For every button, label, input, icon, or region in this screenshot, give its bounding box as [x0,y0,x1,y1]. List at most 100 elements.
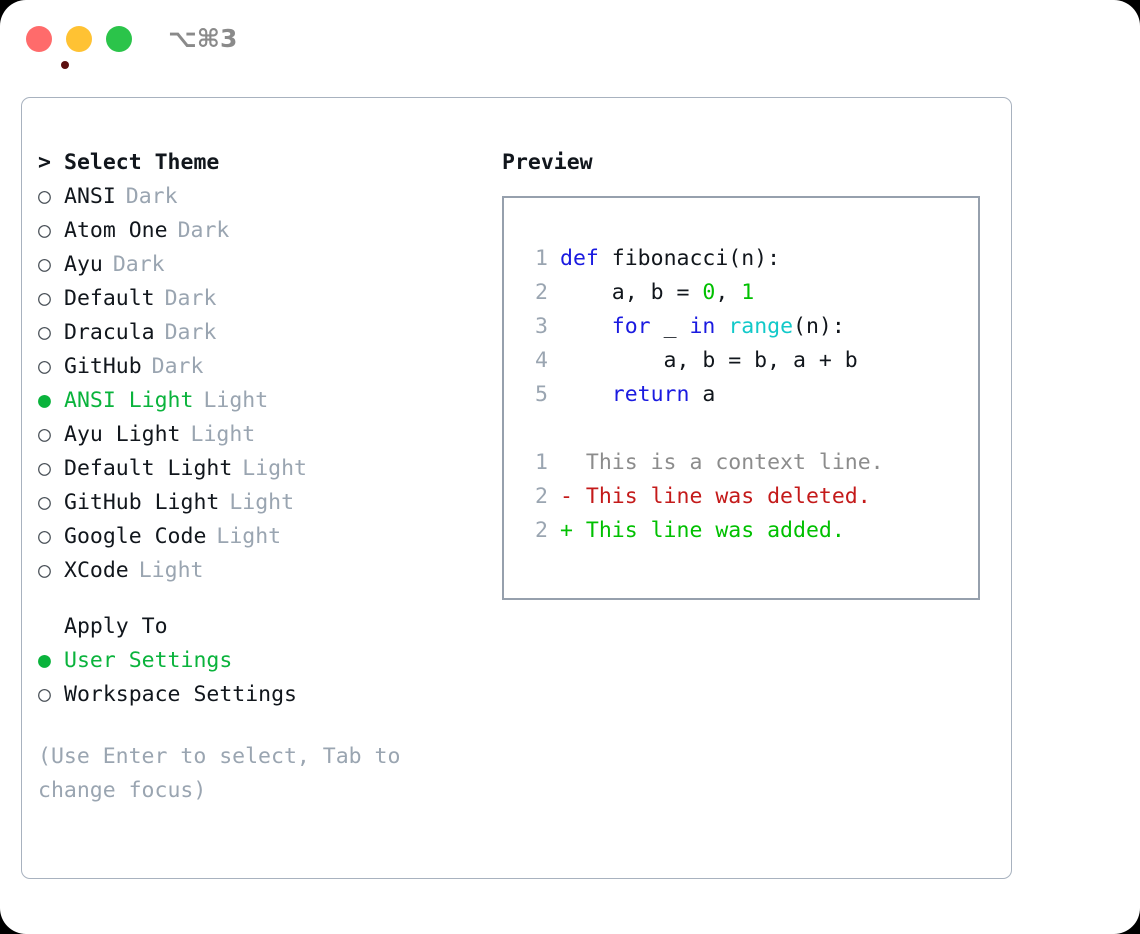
apply-to-section: Apply To ● User Settings ○ Workspace Settin… [38,610,498,712]
select-theme-label: Select Theme [64,150,220,175]
keyboard-shortcut-label: ⌥⌘3 [168,24,238,53]
theme-name-label: ANSI Light [64,388,194,413]
line-number: 1 [535,450,548,475]
code-token-kw: return [611,382,690,407]
code-token-kw: def [560,246,599,271]
theme-list-item[interactable]: ○ Dracula Dark [38,316,498,350]
line-number: 3 [535,314,548,339]
code-line: 3 for _ in range(n): [522,310,972,344]
theme-variant-label: Light [216,524,282,549]
diff-line: 2 + This line was added. [522,514,972,548]
select-theme-header: > Select Theme [38,146,498,180]
theme-variant-label: Dark [177,218,230,243]
line-number: 4 [535,348,548,373]
theme-list-item[interactable]: ○ Ayu Dark [38,248,498,282]
code-token-add: + This line was added. [560,518,845,543]
title-bar: ⌥⌘3 [0,0,1140,78]
radio-unselected-icon[interactable]: ○ [38,422,51,447]
code-line: 4 a, b = b, a + b [522,344,972,378]
minimize-window-button[interactable] [66,26,92,52]
radio-unselected-icon[interactable]: ○ [38,354,51,379]
code-token-plain: _ [650,314,690,339]
apply-to-item[interactable]: ○ Workspace Settings [38,678,498,712]
line-number: 2 [535,280,548,305]
radio-selected-icon[interactable]: ● [38,648,51,673]
code-token-num: 0 [702,280,716,305]
theme-variant-label: Dark [125,184,178,209]
theme-name-label: Dracula [64,320,155,345]
radio-unselected-icon[interactable]: ○ [38,456,51,481]
code-token-num: 1 [741,280,755,305]
theme-name-label: GitHub [64,354,142,379]
theme-list-item[interactable]: ○ Google Code Light [38,520,498,554]
theme-list-item[interactable]: ○ Ayu Light Light [38,418,498,452]
theme-variant-label: Light [203,388,269,413]
code-token-ctx: This is a context line. [560,450,884,475]
code-token-plain [560,382,612,407]
radio-unselected-icon[interactable]: ○ [38,682,51,707]
radio-unselected-icon[interactable]: ○ [38,184,51,209]
apply-to-header: Apply To [38,610,498,644]
code-line: 5 return a [522,378,972,412]
theme-list-item[interactable]: ○ Default Light Light [38,452,498,486]
radio-selected-icon[interactable]: ● [38,388,51,413]
theme-name-label: Google Code [64,524,207,549]
diff-line: 2- This line was deleted. [522,480,972,514]
preview-heading: Preview [502,150,593,175]
caret-icon: > [38,150,51,175]
theme-variant-label: Dark [164,320,217,345]
theme-variant-label: Dark [112,252,165,277]
theme-variant-label: Light [190,422,256,447]
code-token-plain: a [689,382,716,407]
code-token-plain [715,314,728,339]
apply-to-option-label: User Settings [64,648,233,673]
maximize-window-button[interactable] [106,26,132,52]
theme-variant-label: Light [242,456,308,481]
theme-variant-label: Dark [164,286,217,311]
theme-name-label: Ayu Light [64,422,181,447]
code-token-plain: a, b = [560,280,703,305]
close-window-button[interactable] [26,26,69,69]
code-line: 2 a, b = 0, 1 [522,276,972,310]
theme-name-label: XCode [64,558,129,583]
recording-indicator-icon [61,61,69,69]
apply-to-option-label: Workspace Settings [64,682,297,707]
radio-unselected-icon[interactable]: ○ [38,252,51,277]
radio-unselected-icon[interactable]: ○ [38,524,51,549]
radio-unselected-icon[interactable]: ○ [38,490,51,515]
keyboard-hint-text: (Use Enter to select, Tab to change focu… [38,744,401,803]
radio-unselected-icon[interactable]: ○ [38,558,51,583]
theme-name-label: Default Light [64,456,233,481]
theme-variant-label: Light [229,490,295,515]
theme-list-item[interactable]: ○ Atom One Dark [38,214,498,248]
theme-list-item[interactable]: ○ GitHub Dark [38,350,498,384]
line-number: 1 [535,246,548,271]
code-token-plain: a, b = b, a + b [560,348,858,373]
line-number: 2 [535,518,548,543]
theme-list-item[interactable]: ● ANSI Light Light [38,384,498,418]
radio-unselected-icon[interactable]: ○ [38,218,51,243]
code-token-plain: (n): [793,314,845,339]
radio-unselected-icon[interactable]: ○ [38,320,51,345]
code-token-plain [560,314,612,339]
apply-to-item[interactable]: ● User Settings [38,644,498,678]
code-token-plain: , [715,280,742,305]
theme-name-label: Ayu [64,252,103,277]
radio-unselected-icon[interactable]: ○ [38,286,51,311]
code-blank-line [522,412,972,446]
code-token-fn: range [728,314,794,339]
theme-variant-label: Dark [151,354,204,379]
theme-name-label: Atom One [64,218,168,243]
apply-to-label: Apply To [64,614,168,639]
diff-line: 1 This is a context line. [522,446,972,480]
